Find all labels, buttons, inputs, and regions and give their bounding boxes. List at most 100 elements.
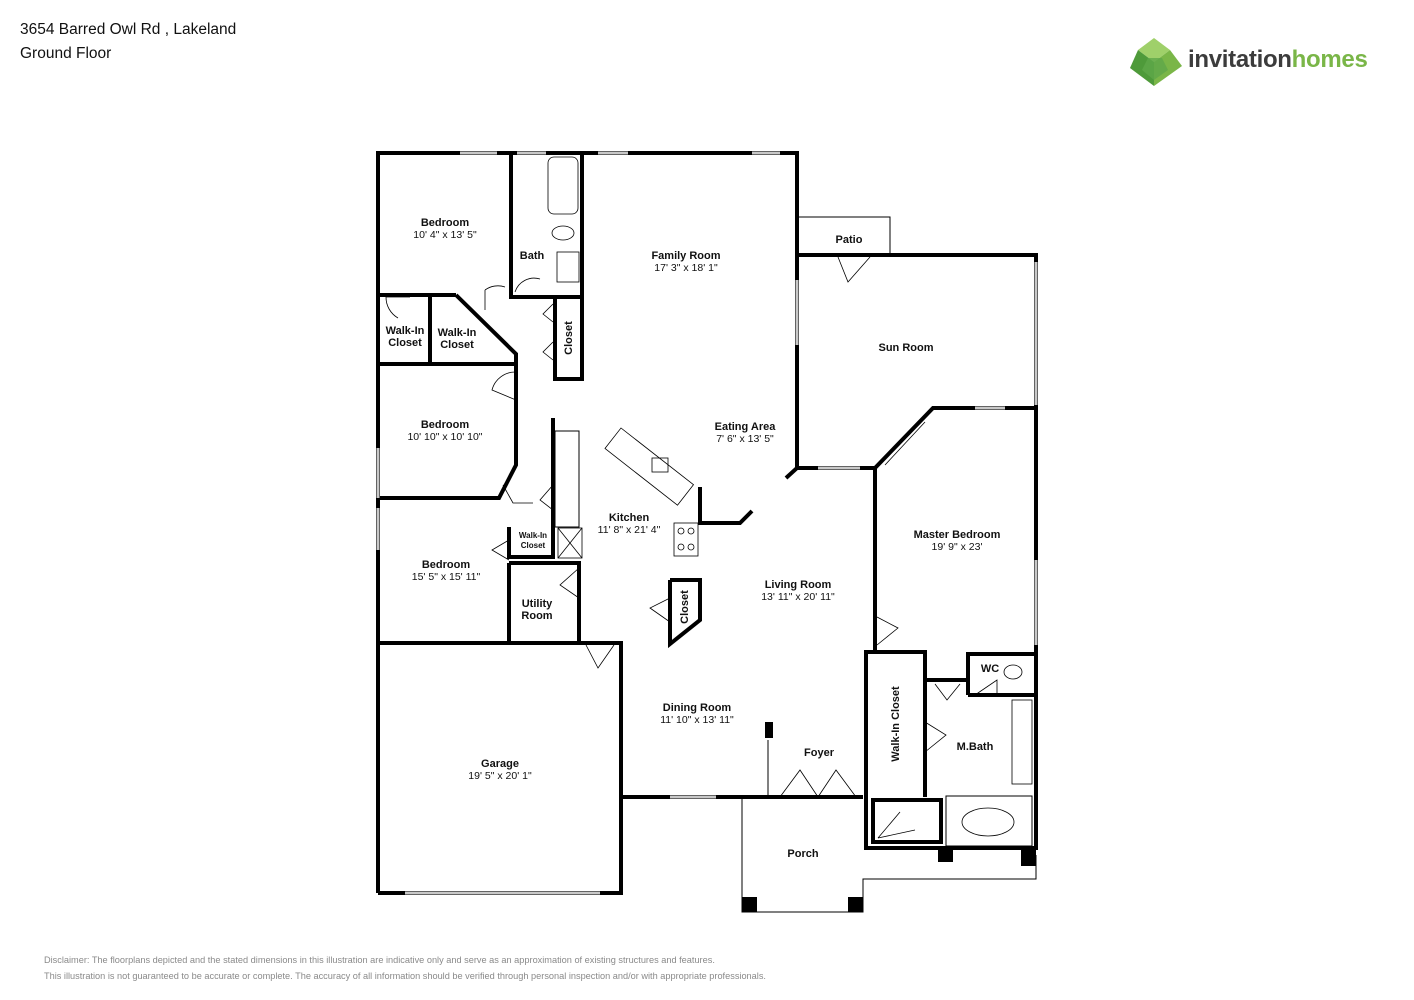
utility-line2: Room (521, 610, 552, 622)
bedroom2-dims: 10' 10" x 10' 10" (407, 431, 482, 443)
garage-name: Garage (481, 758, 519, 770)
wall-kitchen-peninsula (698, 487, 754, 525)
wc-toilet-icon (1003, 664, 1023, 680)
door-swing (974, 679, 998, 696)
bedroom1-name: Bedroom (421, 217, 470, 229)
door-swing (502, 484, 533, 504)
door-swing (385, 296, 410, 319)
bath-name: Bath (520, 250, 545, 262)
walkin2-line2: Closet (440, 339, 474, 351)
bedroom2-name: Bedroom (421, 419, 470, 431)
door-swing (491, 539, 510, 561)
foyer-column (765, 722, 773, 738)
toilet-icon (551, 225, 575, 241)
door-swing (542, 303, 554, 323)
foyer-name: Foyer (804, 747, 835, 759)
shower (871, 798, 943, 844)
door-swing (539, 484, 554, 511)
doors (385, 256, 998, 798)
eating-area-dims: 7' 6" x 13' 5" (716, 433, 774, 445)
wall-master-left (873, 468, 925, 654)
patio-name: Patio (836, 234, 863, 246)
property-address: 3654 Barred Owl Rd , Lakeland (20, 21, 237, 38)
logo-mark-icon (1130, 38, 1182, 86)
vanity-icon (1011, 699, 1033, 785)
master-bedroom-name: Master Bedroom (914, 529, 1001, 541)
utility-line1: Utility (522, 598, 553, 610)
bedroom1-dims: 10' 4" x 13' 5" (413, 229, 477, 241)
porch-outline (741, 797, 1037, 913)
fixtures (547, 156, 1033, 839)
tub-outline (945, 795, 1033, 847)
door-swing (649, 597, 671, 623)
wc-name: WC (981, 663, 999, 675)
walkin1-line1: Walk-In (386, 325, 425, 337)
wall-master-top (873, 406, 1036, 470)
floor-name: Ground Floor (20, 45, 112, 62)
wall-kitchen-closet (668, 578, 702, 649)
shower-line (877, 811, 901, 839)
master-closet-name: Walk-In Closet (890, 686, 902, 762)
garage-dims: 19' 5" x 20' 1" (468, 770, 532, 782)
burner-icon (687, 543, 695, 551)
family-room-dims: 17' 3" x 18' 1" (654, 262, 718, 274)
door-swing (837, 256, 871, 283)
door-swing (559, 567, 580, 599)
door-swing (876, 616, 899, 646)
sink-icon (556, 251, 580, 283)
master-bedroom-dims: 19' 9" x 23' (932, 541, 983, 553)
fridge-icon (557, 527, 583, 559)
walkin3-line2: Closet (521, 541, 546, 550)
living-room-dims: 13' 11" x 20' 11" (761, 591, 835, 603)
counter-outline (554, 430, 580, 528)
family-room-name: Family Room (651, 250, 720, 262)
kitchen-sink-icon (651, 457, 669, 473)
walkin3-line1: Walk-In (519, 531, 547, 540)
kitchen-closet-name: Closet (679, 590, 691, 624)
mbath-name: M.Bath (957, 741, 994, 753)
door-swing (542, 341, 554, 361)
sliding-door (884, 421, 926, 466)
wall-bedroom2 (378, 364, 518, 500)
wall-walkin3 (507, 510, 555, 559)
kitchen-counter (604, 427, 695, 506)
burner-icon (677, 527, 685, 535)
door-swing (514, 277, 541, 293)
bedroom3-name: Bedroom (422, 559, 471, 571)
porch-post-left (742, 897, 757, 912)
wall-utility (507, 561, 581, 645)
logo-word-invitation: invitation (1188, 46, 1292, 73)
mbath-post-2 (1021, 848, 1036, 866)
wall-bath (509, 153, 584, 299)
disclaimer-line-1: Disclaimer: The floorplans depicted and … (44, 955, 715, 965)
living-room-name: Living Room (765, 579, 832, 591)
mbath-post-1 (938, 848, 953, 862)
logo-wordmark: invitationhomes (1188, 46, 1368, 74)
bedroom3-dims: 15' 5" x 15' 11" (412, 571, 481, 583)
walkin2-line1: Walk-In (438, 327, 477, 339)
wall-hall-closet (553, 297, 584, 381)
wall-walkin (378, 293, 518, 366)
logo-word-homes: homes (1291, 46, 1368, 73)
front-door (779, 769, 857, 798)
windows (376, 151, 1038, 895)
dining-room-name: Dining Room (663, 702, 732, 714)
room-labels: Bedroom 10' 4" x 13' 5" Bath Family Room… (386, 217, 1001, 860)
bathtub-oval-icon (961, 807, 1015, 837)
dining-room-dims: 11' 10" x 13' 11" (660, 714, 734, 726)
burner-icon (677, 543, 685, 551)
posts (742, 722, 1036, 912)
kitchen-dims: 11' 8" x 21' 4" (598, 524, 661, 536)
kitchen-name: Kitchen (609, 512, 650, 524)
door-swing (491, 371, 517, 401)
door-swing (934, 683, 961, 701)
door-swing (585, 644, 615, 669)
sun-room-name: Sun Room (879, 342, 934, 354)
door-swing (924, 721, 947, 753)
fridge-icon-line (557, 527, 583, 559)
wall-master-closet (864, 650, 927, 797)
disclaimer-line-2: This illustration is not guaranteed to b… (44, 971, 766, 981)
porch-post-right (848, 897, 863, 912)
bathtub-icon (547, 156, 579, 215)
